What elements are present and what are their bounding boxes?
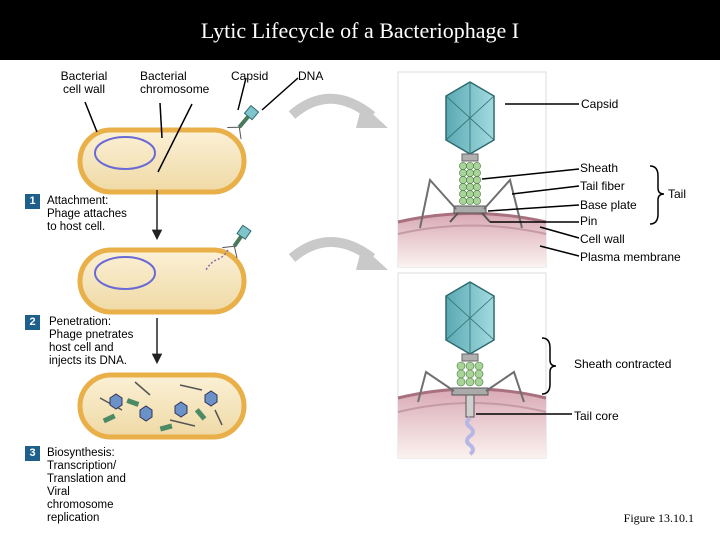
label-plasma-membrane: Plasma membrane (580, 250, 681, 264)
small-phage-1 (227, 104, 260, 140)
label-bacterial-cell-wall: Bacterial cell wall (60, 69, 108, 96)
label-sheath-contracted: Sheath contracted (574, 357, 672, 371)
small-phage-2 (222, 224, 252, 259)
title-bar (0, 0, 720, 60)
magnified-attachment (397, 71, 547, 268)
label-sheath: Sheath (580, 161, 619, 175)
label-base-plate: Base plate (580, 198, 637, 212)
cell-step3 (77, 372, 247, 440)
bacterial-chromosome (94, 136, 156, 170)
diagram-title: Lytic Lifecycle of a Bacteriophage I (200, 18, 520, 43)
cell-step1 (77, 127, 247, 195)
sheath-bracket (541, 337, 557, 395)
step1-text: Attachment: Phage attaches to host cell. (47, 195, 127, 233)
cell-step2 (77, 247, 247, 315)
injected-dna (465, 416, 475, 456)
sheath-1 (459, 162, 481, 205)
label-pin: Pin (580, 214, 598, 228)
step2-text: Penetration: Phage pnetrates host cell a… (49, 316, 134, 367)
label-capsid-top: Capsid (231, 69, 269, 83)
label-bacterial-chromosome: Bacterial chromosome (140, 69, 210, 96)
tail-core (465, 394, 475, 418)
figure-caption: Figure 13.10.1 (623, 511, 694, 525)
label-tail: Tail (668, 187, 687, 201)
label-tail-fiber: Tail fiber (580, 179, 625, 193)
label-dna-top: DNA (298, 69, 324, 83)
step2-number: 2 (25, 315, 40, 330)
tail-bracket (649, 165, 665, 225)
sheath-contracted (456, 361, 484, 387)
step1-number: 1 (25, 194, 40, 209)
label-capsid: Capsid (581, 97, 619, 111)
step3-text: Biosynthesis: Transcription/ Translation… (47, 447, 126, 524)
magnified-penetration (397, 272, 547, 459)
bacterial-chromosome-2 (94, 256, 156, 290)
label-cell-wall: Cell wall (580, 232, 625, 246)
step3-number: 3 (25, 446, 40, 461)
label-tail-core: Tail core (574, 409, 619, 423)
